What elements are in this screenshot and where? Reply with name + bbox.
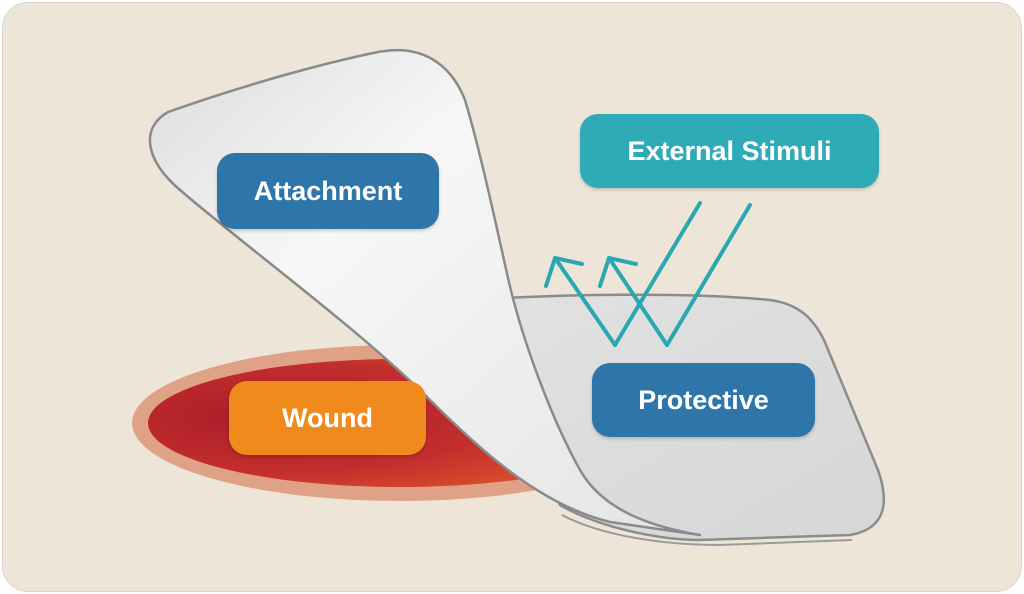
incoming-line-1 [613, 201, 702, 347]
reflected-arrow-1-head [544, 256, 584, 288]
wound-label: Wound [229, 381, 426, 455]
external-stimuli-label: External Stimuli [580, 114, 879, 188]
attachment-label: Attachment [217, 153, 439, 229]
reflected-arrow-2-head [598, 256, 638, 288]
incoming-line-2 [665, 203, 752, 347]
reflected-arrow-2-shaft [607, 256, 669, 347]
protective-label: Protective [592, 363, 815, 437]
reflected-arrow-1-shaft [553, 256, 617, 347]
dressing-base-edge [561, 514, 853, 547]
incoming-stimuli-lines [613, 201, 752, 347]
reflected-stimuli-arrows [544, 256, 669, 347]
